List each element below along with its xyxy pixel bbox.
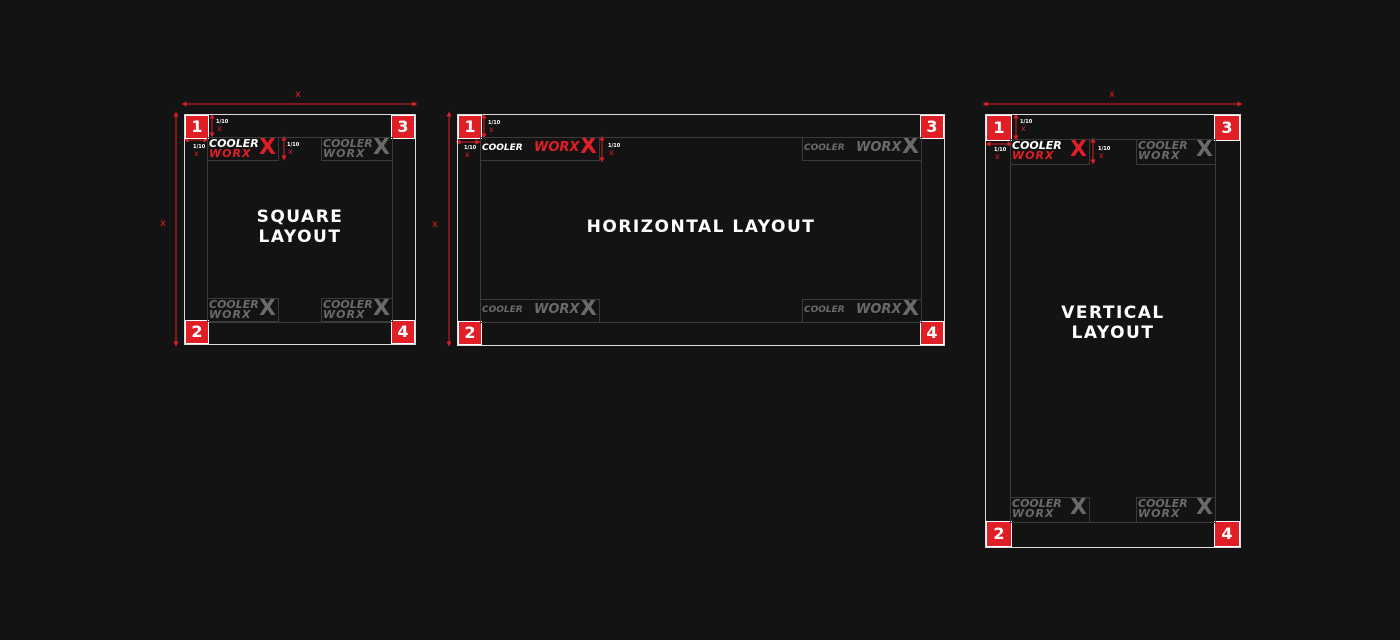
square-layout-title: SQUARE LAYOUT	[256, 207, 344, 247]
horizontal-logo-height-value: 1/10	[608, 143, 621, 149]
square-corner-3: 3	[391, 115, 415, 139]
vertical-margin-left-x: x	[995, 152, 1000, 161]
horizontal-corner-4: 4	[920, 321, 944, 345]
horizontal-corner-2: 2	[458, 321, 482, 345]
square-corner-2: 2	[185, 320, 209, 344]
horizontal-height-label: x	[432, 219, 438, 230]
square-height-label: x	[160, 218, 166, 229]
vertical-corner-3: 3	[1214, 115, 1240, 141]
vertical-margin-left-value: 1/10	[994, 147, 1007, 153]
vertical-logo-height-value: 1/10	[1098, 146, 1111, 152]
vertical-corner-4: 4	[1214, 521, 1240, 547]
square-corner-1: 1	[185, 115, 209, 139]
horizontal-margin-top-value: 1/10	[488, 120, 501, 126]
square-corner-4: 4	[391, 320, 415, 344]
vertical-margin-top-value: 1/10	[1020, 119, 1033, 125]
horizontal-margin-top-x: x	[489, 125, 494, 134]
horizontal-safe-area	[480, 137, 922, 323]
horizontal-corner-1: 1	[458, 115, 482, 139]
horizontal-margin-left-value: 1/10	[464, 145, 477, 151]
vertical-corner-2: 2	[986, 521, 1012, 547]
square-margin-left-x: x	[194, 149, 199, 158]
vertical-width-label: x	[1109, 89, 1115, 100]
vertical-logo-height-x: x	[1099, 151, 1104, 160]
vertical-safe-area	[1010, 139, 1216, 523]
horizontal-margin-left-x: x	[465, 150, 470, 159]
vertical-layout-title: VERTICAL LAYOUT	[1061, 303, 1165, 343]
square-safe-area	[207, 137, 393, 323]
horizontal-logo-height-x: x	[609, 148, 614, 157]
square-logo-height-x: x	[288, 147, 293, 156]
square-logo-height-value: 1/10	[287, 142, 300, 148]
horizontal-corner-3: 3	[920, 115, 944, 139]
vertical-margin-top-x: x	[1021, 124, 1026, 133]
vertical-corner-1: 1	[986, 115, 1012, 141]
square-margin-top-x: x	[217, 124, 222, 133]
square-margin-left-value: 1/10	[193, 144, 206, 150]
horizontal-layout-title: HORIZONTAL LAYOUT	[586, 217, 816, 237]
square-margin-top-value: 1/10	[216, 119, 229, 125]
square-width-label: x	[295, 89, 301, 100]
